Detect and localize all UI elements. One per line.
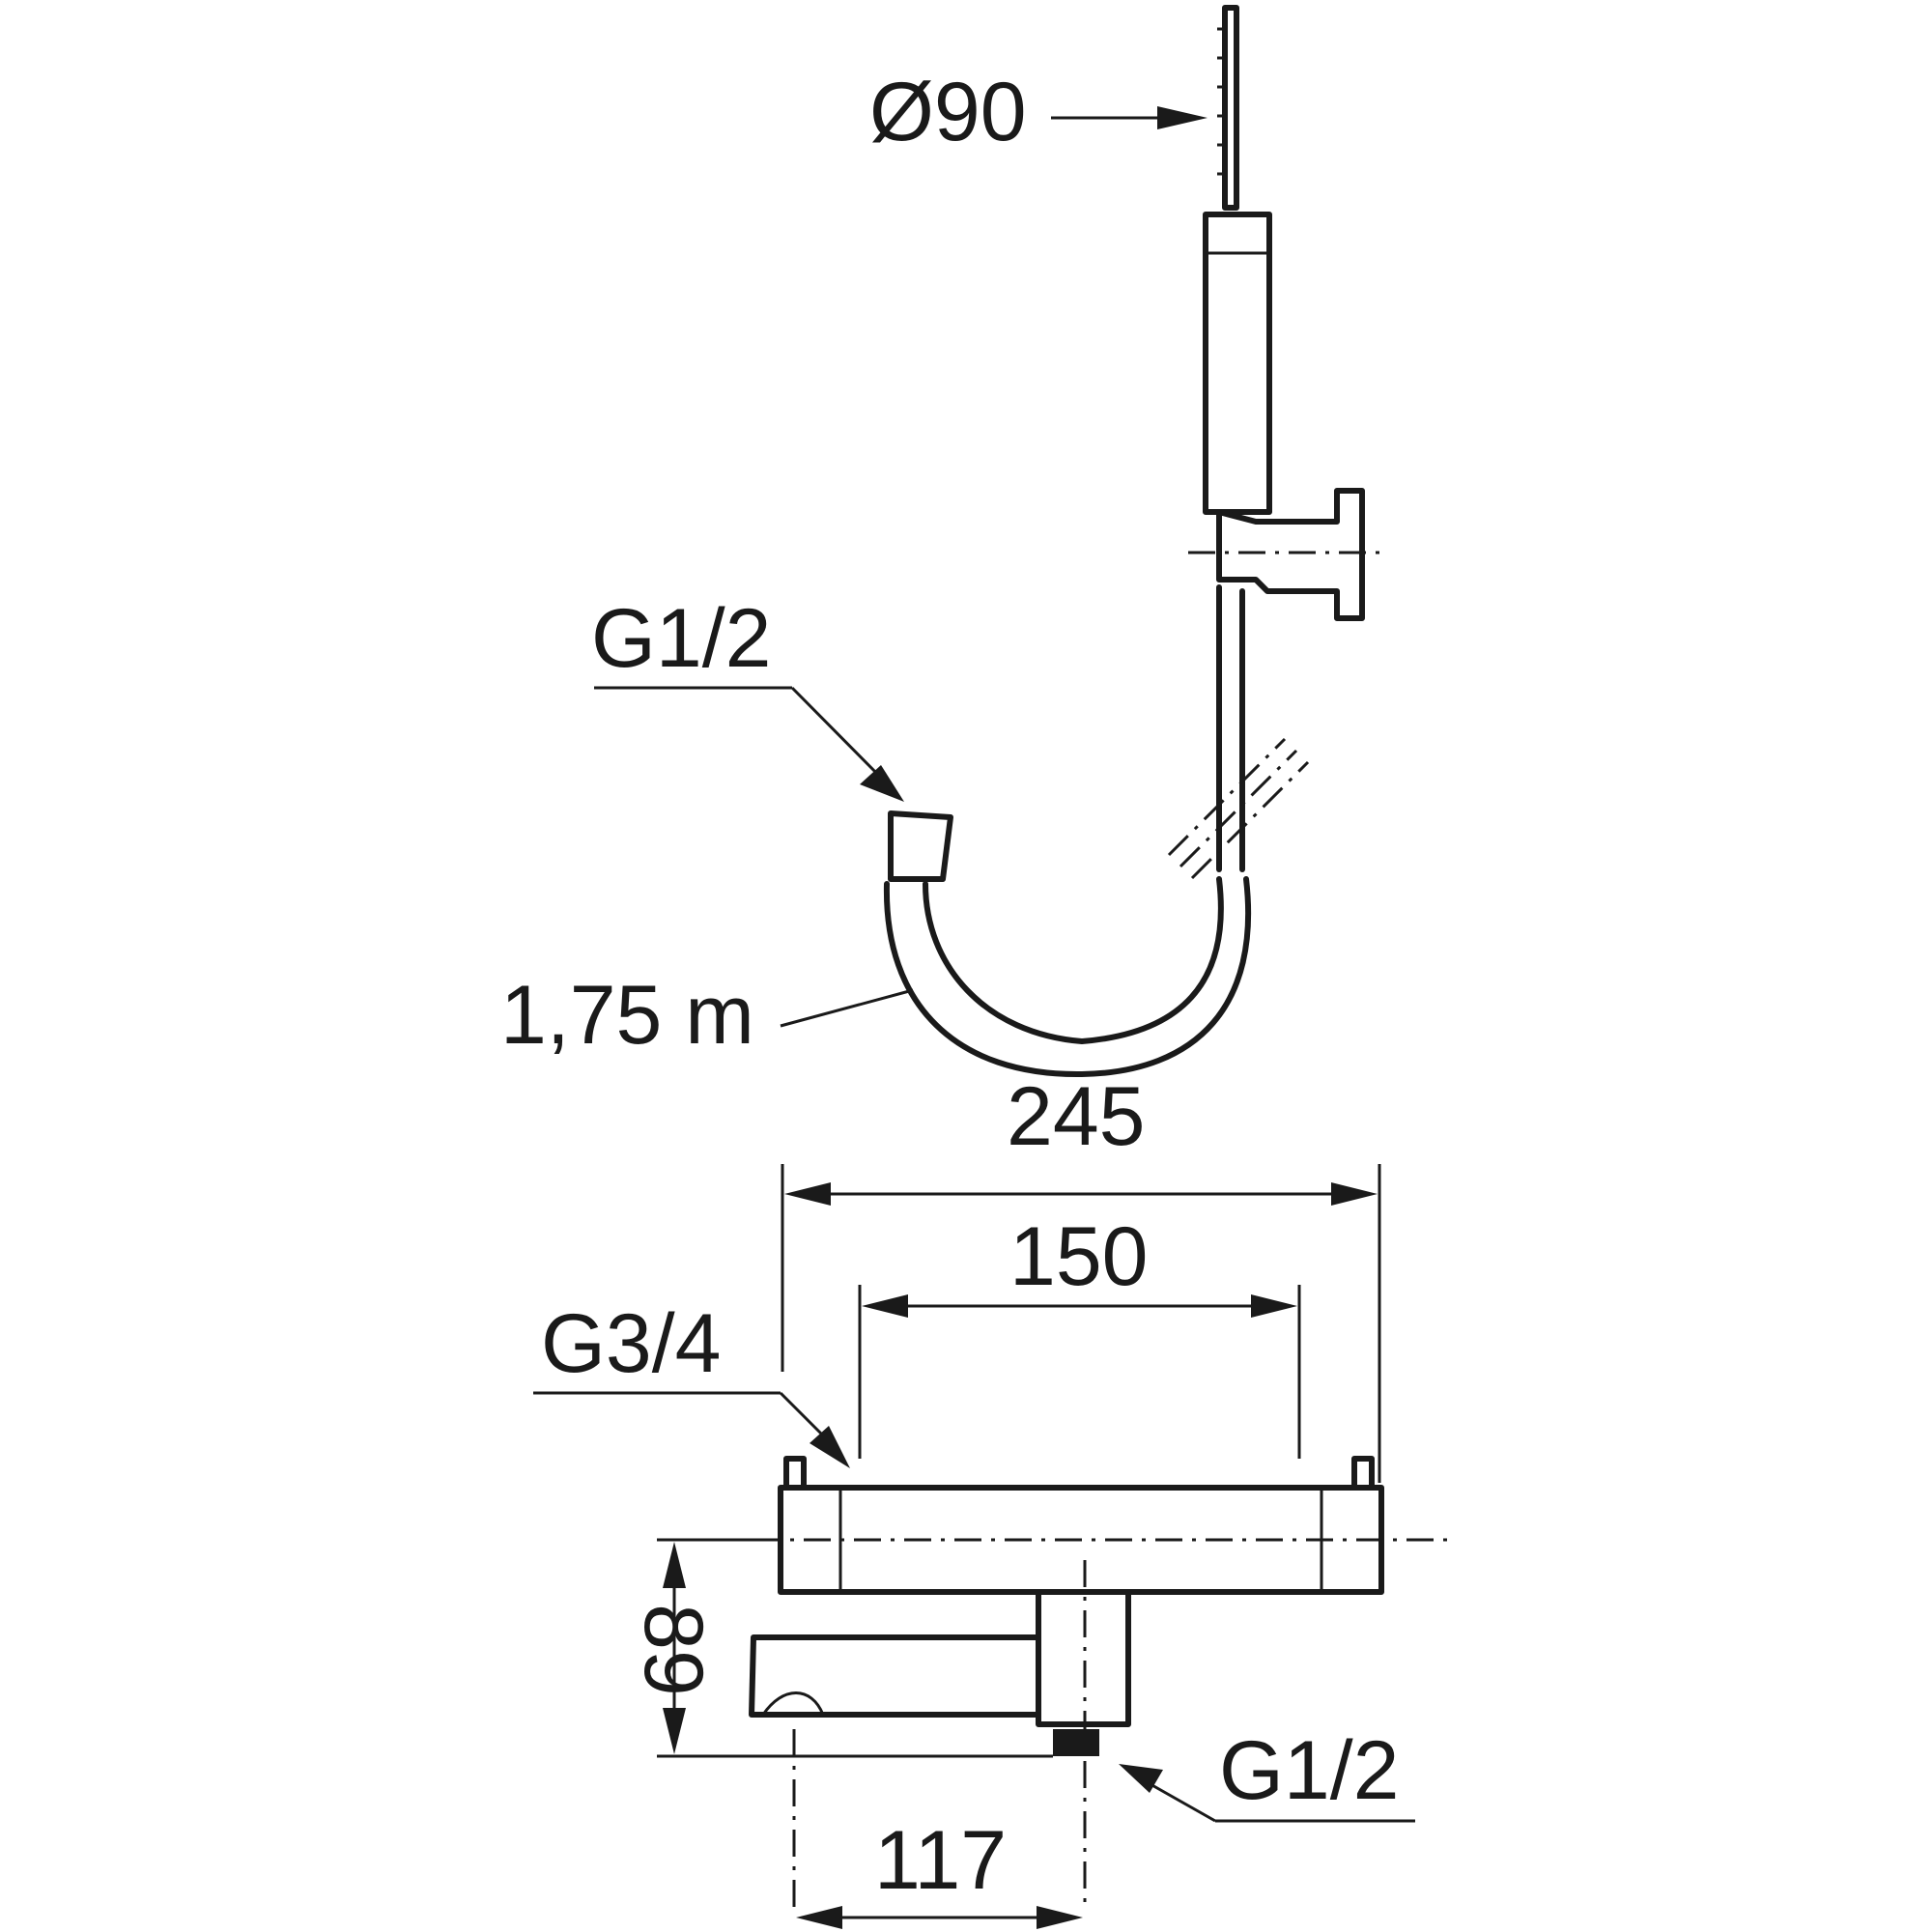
outlet-thread-label: G1/2 [1219, 1724, 1399, 1817]
hose-outer [883, 876, 1252, 1078]
spray-head-face [1217, 27, 1225, 176]
dimension-spout-projection: 117 [796, 1814, 1083, 1929]
hose [883, 810, 1252, 1078]
inlet-spacing-label: 150 [1009, 1210, 1149, 1303]
hand-shower [1167, 5, 1381, 880]
height-label: 89 [627, 1604, 720, 1696]
inlet-stud-left [783, 1456, 807, 1491]
hose-connection-label: G1/2 [591, 592, 771, 685]
hose-connector [888, 810, 953, 882]
spout [749, 1634, 1041, 1718]
hose-break-marks [1167, 737, 1310, 880]
spray-diameter-label: Ø90 [869, 66, 1027, 158]
spray-head [1222, 5, 1239, 211]
inlet-thread-label: G3/4 [541, 1297, 721, 1390]
dimension-overall-width: 245 [781, 1070, 1381, 1483]
shower-holder [1216, 488, 1365, 621]
spout-projection-label: 117 [874, 1814, 1007, 1907]
shower-handle [1203, 212, 1272, 515]
spout-outlet [761, 1691, 825, 1716]
spray-diameter-arrow [1157, 106, 1208, 129]
hose-length-label: 1,75 m [500, 969, 754, 1062]
overall-width-label: 245 [1007, 1070, 1146, 1163]
hose-inner [923, 876, 1224, 1044]
thermostat-mixer [749, 1456, 1449, 1908]
dimension-height: 89 [627, 1538, 1053, 1758]
outlet-thread-annotation: G1/2 [1119, 1724, 1415, 1823]
hose-connection-arrow [860, 765, 904, 802]
outlet-thread [1053, 1729, 1099, 1756]
inlet-stud-right [1351, 1456, 1375, 1491]
dimension-inlet-spacing: 150 [858, 1210, 1301, 1459]
inlet-thread-annotation: G3/4 [533, 1297, 850, 1468]
hose-annotations: Ø90 G1/2 1,75 m [500, 66, 1208, 1062]
